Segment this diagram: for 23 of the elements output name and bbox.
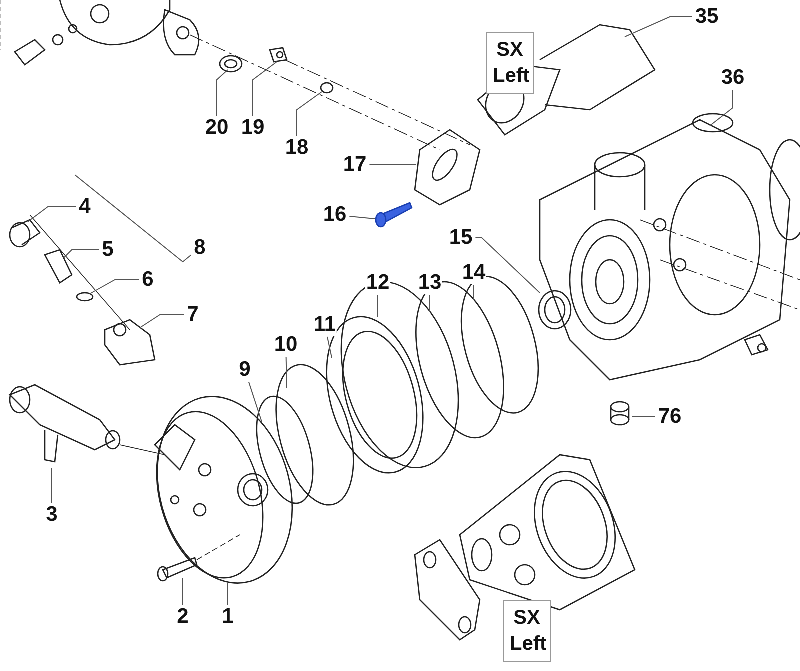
leader-line	[296, 92, 322, 136]
leader-line	[327, 336, 332, 358]
leader-line	[90, 280, 140, 294]
leader-line	[182, 578, 184, 606]
leader-line	[140, 314, 185, 328]
view-side-tag: SX Left	[503, 600, 551, 662]
view-side-tag: SX Left	[486, 32, 534, 94]
leader-line	[369, 164, 416, 166]
leader-line	[349, 216, 376, 220]
leader-line	[64, 250, 100, 258]
callout-number: 13	[417, 272, 443, 294]
callout-number: 11	[312, 314, 338, 336]
leader-line	[248, 382, 262, 422]
leader-line	[216, 70, 228, 116]
leader-line	[74, 174, 192, 263]
leader-line	[252, 62, 278, 116]
leader-line	[632, 416, 656, 418]
leader-line	[286, 356, 288, 388]
leader-line	[28, 206, 77, 222]
leader-line	[475, 238, 540, 294]
callout-number: 14	[461, 262, 487, 284]
leader-line	[710, 90, 734, 126]
leader-line	[624, 16, 693, 38]
